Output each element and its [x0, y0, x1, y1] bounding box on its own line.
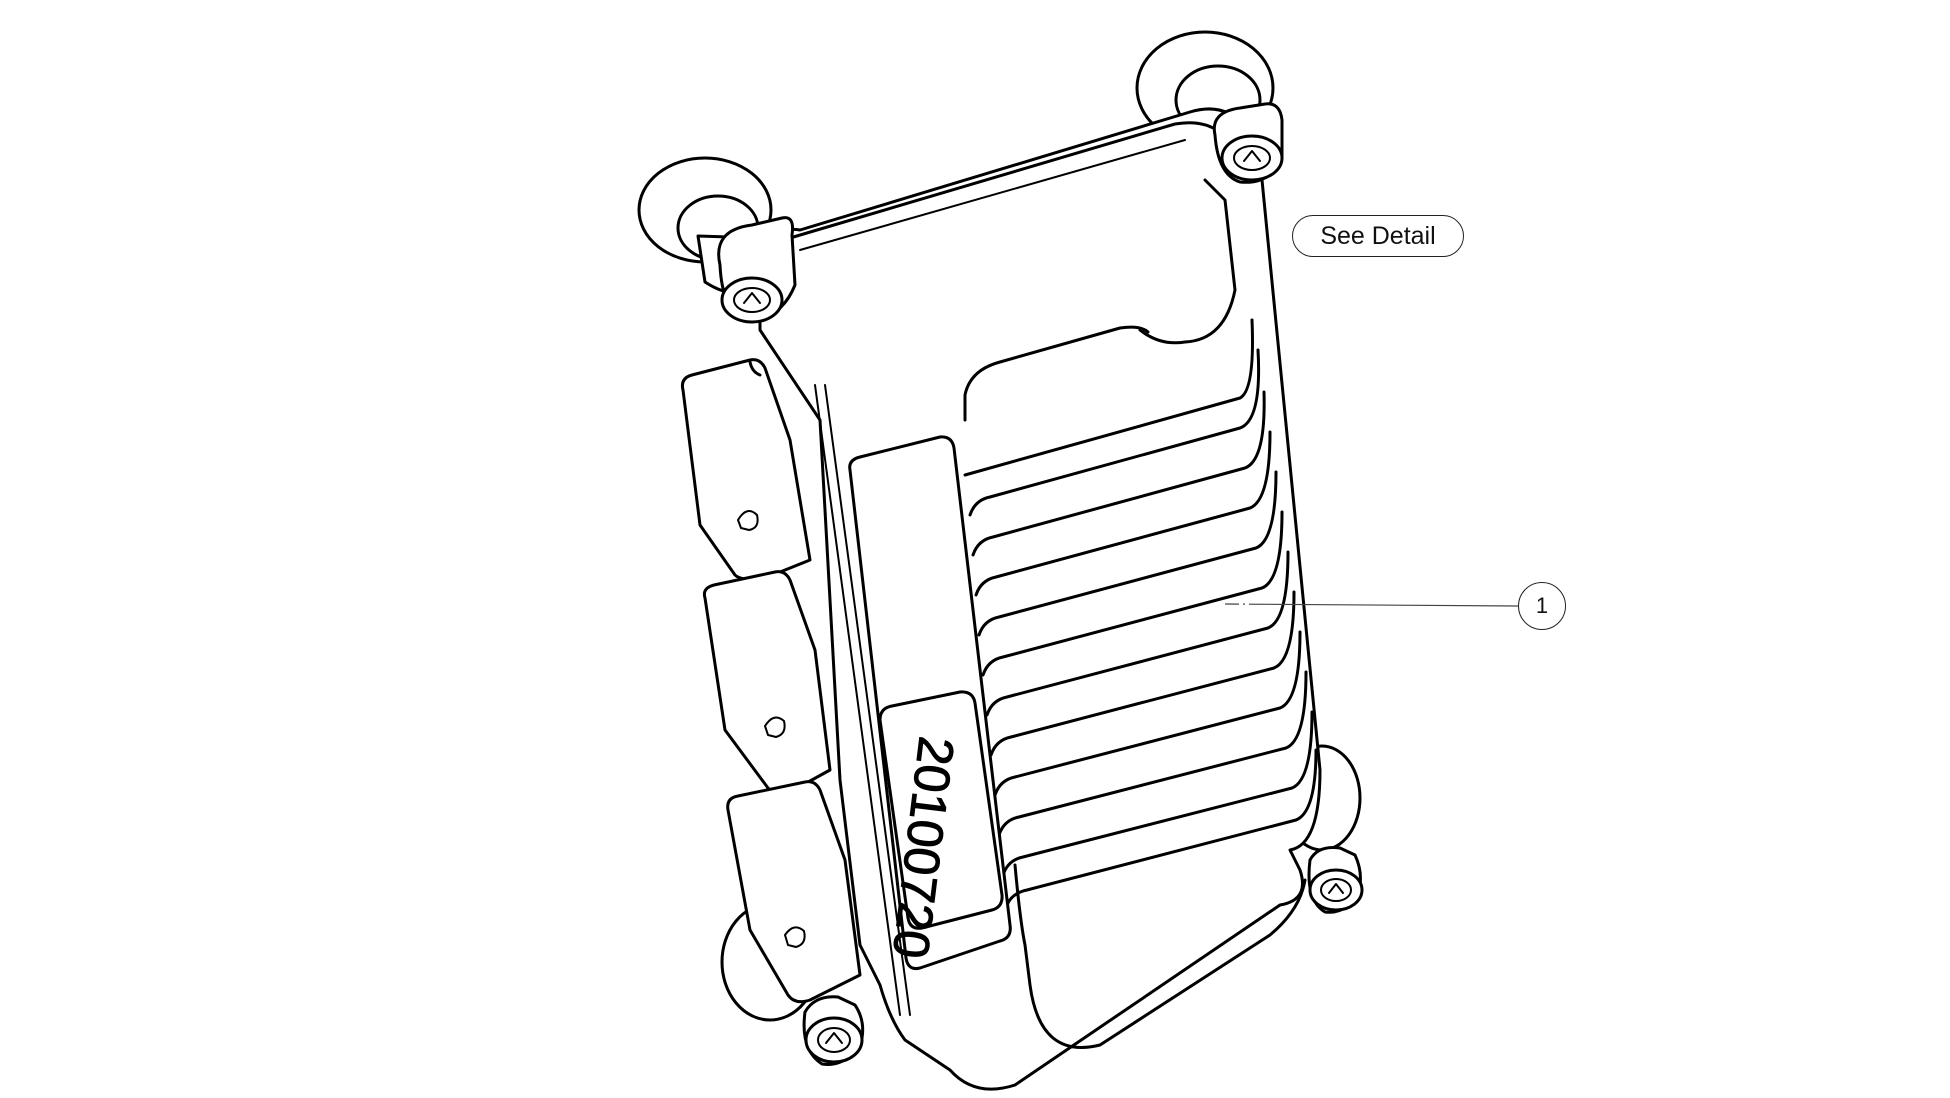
- heatsink-fins: [963, 318, 1318, 907]
- callout-1[interactable]: 1: [1518, 582, 1566, 630]
- callout-leader-line: [1224, 603, 1519, 607]
- bolt-bottom-right: [1307, 846, 1364, 914]
- heatsink-cover: [963, 325, 1150, 422]
- bolt-top-left: [717, 216, 797, 324]
- label-plate: [878, 690, 1004, 930]
- connector-upper: [680, 358, 812, 582]
- connector-lower: [726, 780, 862, 1004]
- connector-middle: [702, 570, 832, 795]
- bolt-top-right: [1212, 102, 1284, 184]
- bolt-bottom-left: [802, 995, 865, 1066]
- see-detail-button[interactable]: See Detail: [1292, 215, 1464, 257]
